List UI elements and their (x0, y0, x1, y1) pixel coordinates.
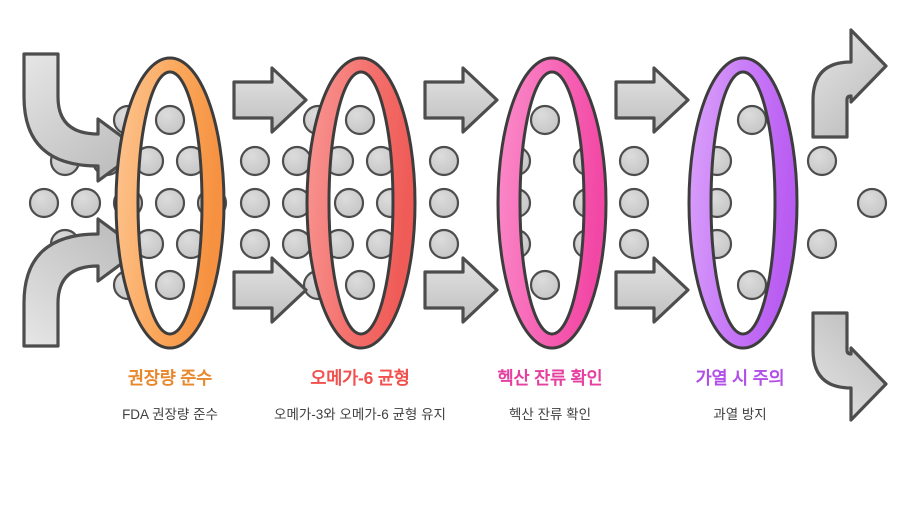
particle-dot-icon (736, 269, 768, 301)
particle-row-4 (49, 228, 838, 260)
particle-dot-icon (618, 187, 650, 219)
stage-caption-1: 권장량 준수 FDA 권장량 준수 (75, 368, 265, 424)
particle-dot-icon (333, 187, 365, 219)
particle-dot-icon (154, 104, 186, 136)
particle-dot-icon (529, 269, 561, 301)
stage-caption-2: 오메가-6 균형 오메가-3와 오메가-6 균형 유지 (265, 368, 455, 424)
particle-dot-icon (618, 145, 650, 177)
particle-dot-icon (736, 104, 768, 136)
stage-description-2: 오메가-3와 오메가-6 균형 유지 (274, 406, 446, 422)
entry-arrow-bottom (22, 217, 142, 348)
stage-title-1: 권장량 준수 (127, 368, 213, 388)
particle-dot-icon (806, 145, 838, 177)
particle-dot-icon (239, 228, 271, 260)
particle-dot-icon (154, 187, 186, 219)
particle-field (28, 104, 888, 301)
particle-dot-icon (154, 269, 186, 301)
particle-dot-icon (28, 187, 60, 219)
particle-dot-icon (428, 187, 460, 219)
particle-dot-icon (806, 228, 838, 260)
stage-description-4: 과열 방지 (713, 406, 767, 422)
particle-row-1 (112, 104, 768, 136)
particle-dot-icon (344, 104, 376, 136)
block-arrow-2-bottom (423, 256, 499, 324)
particle-row-3 (28, 187, 888, 219)
particle-dot-icon (70, 187, 102, 219)
stage-captions: 권장량 준수 FDA 권장량 준수 오메가-6 균형 오메가-3와 오메가-6 … (0, 368, 905, 478)
particle-row-2 (49, 145, 838, 177)
block-arrow-2-top (423, 66, 499, 134)
block-arrow-3-bottom (614, 256, 690, 324)
particle-dot-icon (618, 228, 650, 260)
particle-dot-icon (428, 228, 460, 260)
entry-arrow-top (22, 52, 142, 183)
block-arrow-1-top (232, 66, 308, 134)
particle-dot-icon (344, 269, 376, 301)
filter-ring-icon-3 (496, 56, 608, 350)
filter-ring-icon-2 (305, 56, 417, 350)
particle-dot-icon (428, 145, 460, 177)
stage-description-3: 헥산 잔류 확인 (508, 406, 592, 422)
exit-arrow-bottom (811, 311, 888, 422)
filter-ring-icon-4 (687, 56, 799, 350)
block-arrow-1-bottom (232, 256, 308, 324)
filter-ring-icon-1 (114, 56, 226, 350)
exit-arrow-top (811, 28, 888, 139)
stage-description-1: FDA 권장량 준수 (122, 406, 218, 422)
stage-title-2: 오메가-6 균형 (310, 368, 410, 388)
stage-title-4: 가열 시 주의 (695, 368, 785, 388)
block-arrow-3-top (614, 66, 690, 134)
stage-title-3: 헥산 잔류 확인 (497, 368, 603, 388)
particle-dot-icon (856, 187, 888, 219)
stage-caption-3: 헥산 잔류 확인 헥산 잔류 확인 (455, 368, 645, 424)
particle-dot-icon (529, 104, 561, 136)
stage-caption-4: 가열 시 주의 과열 방지 (645, 368, 835, 424)
particle-dot-icon (239, 145, 271, 177)
particle-dot-icon (239, 187, 271, 219)
